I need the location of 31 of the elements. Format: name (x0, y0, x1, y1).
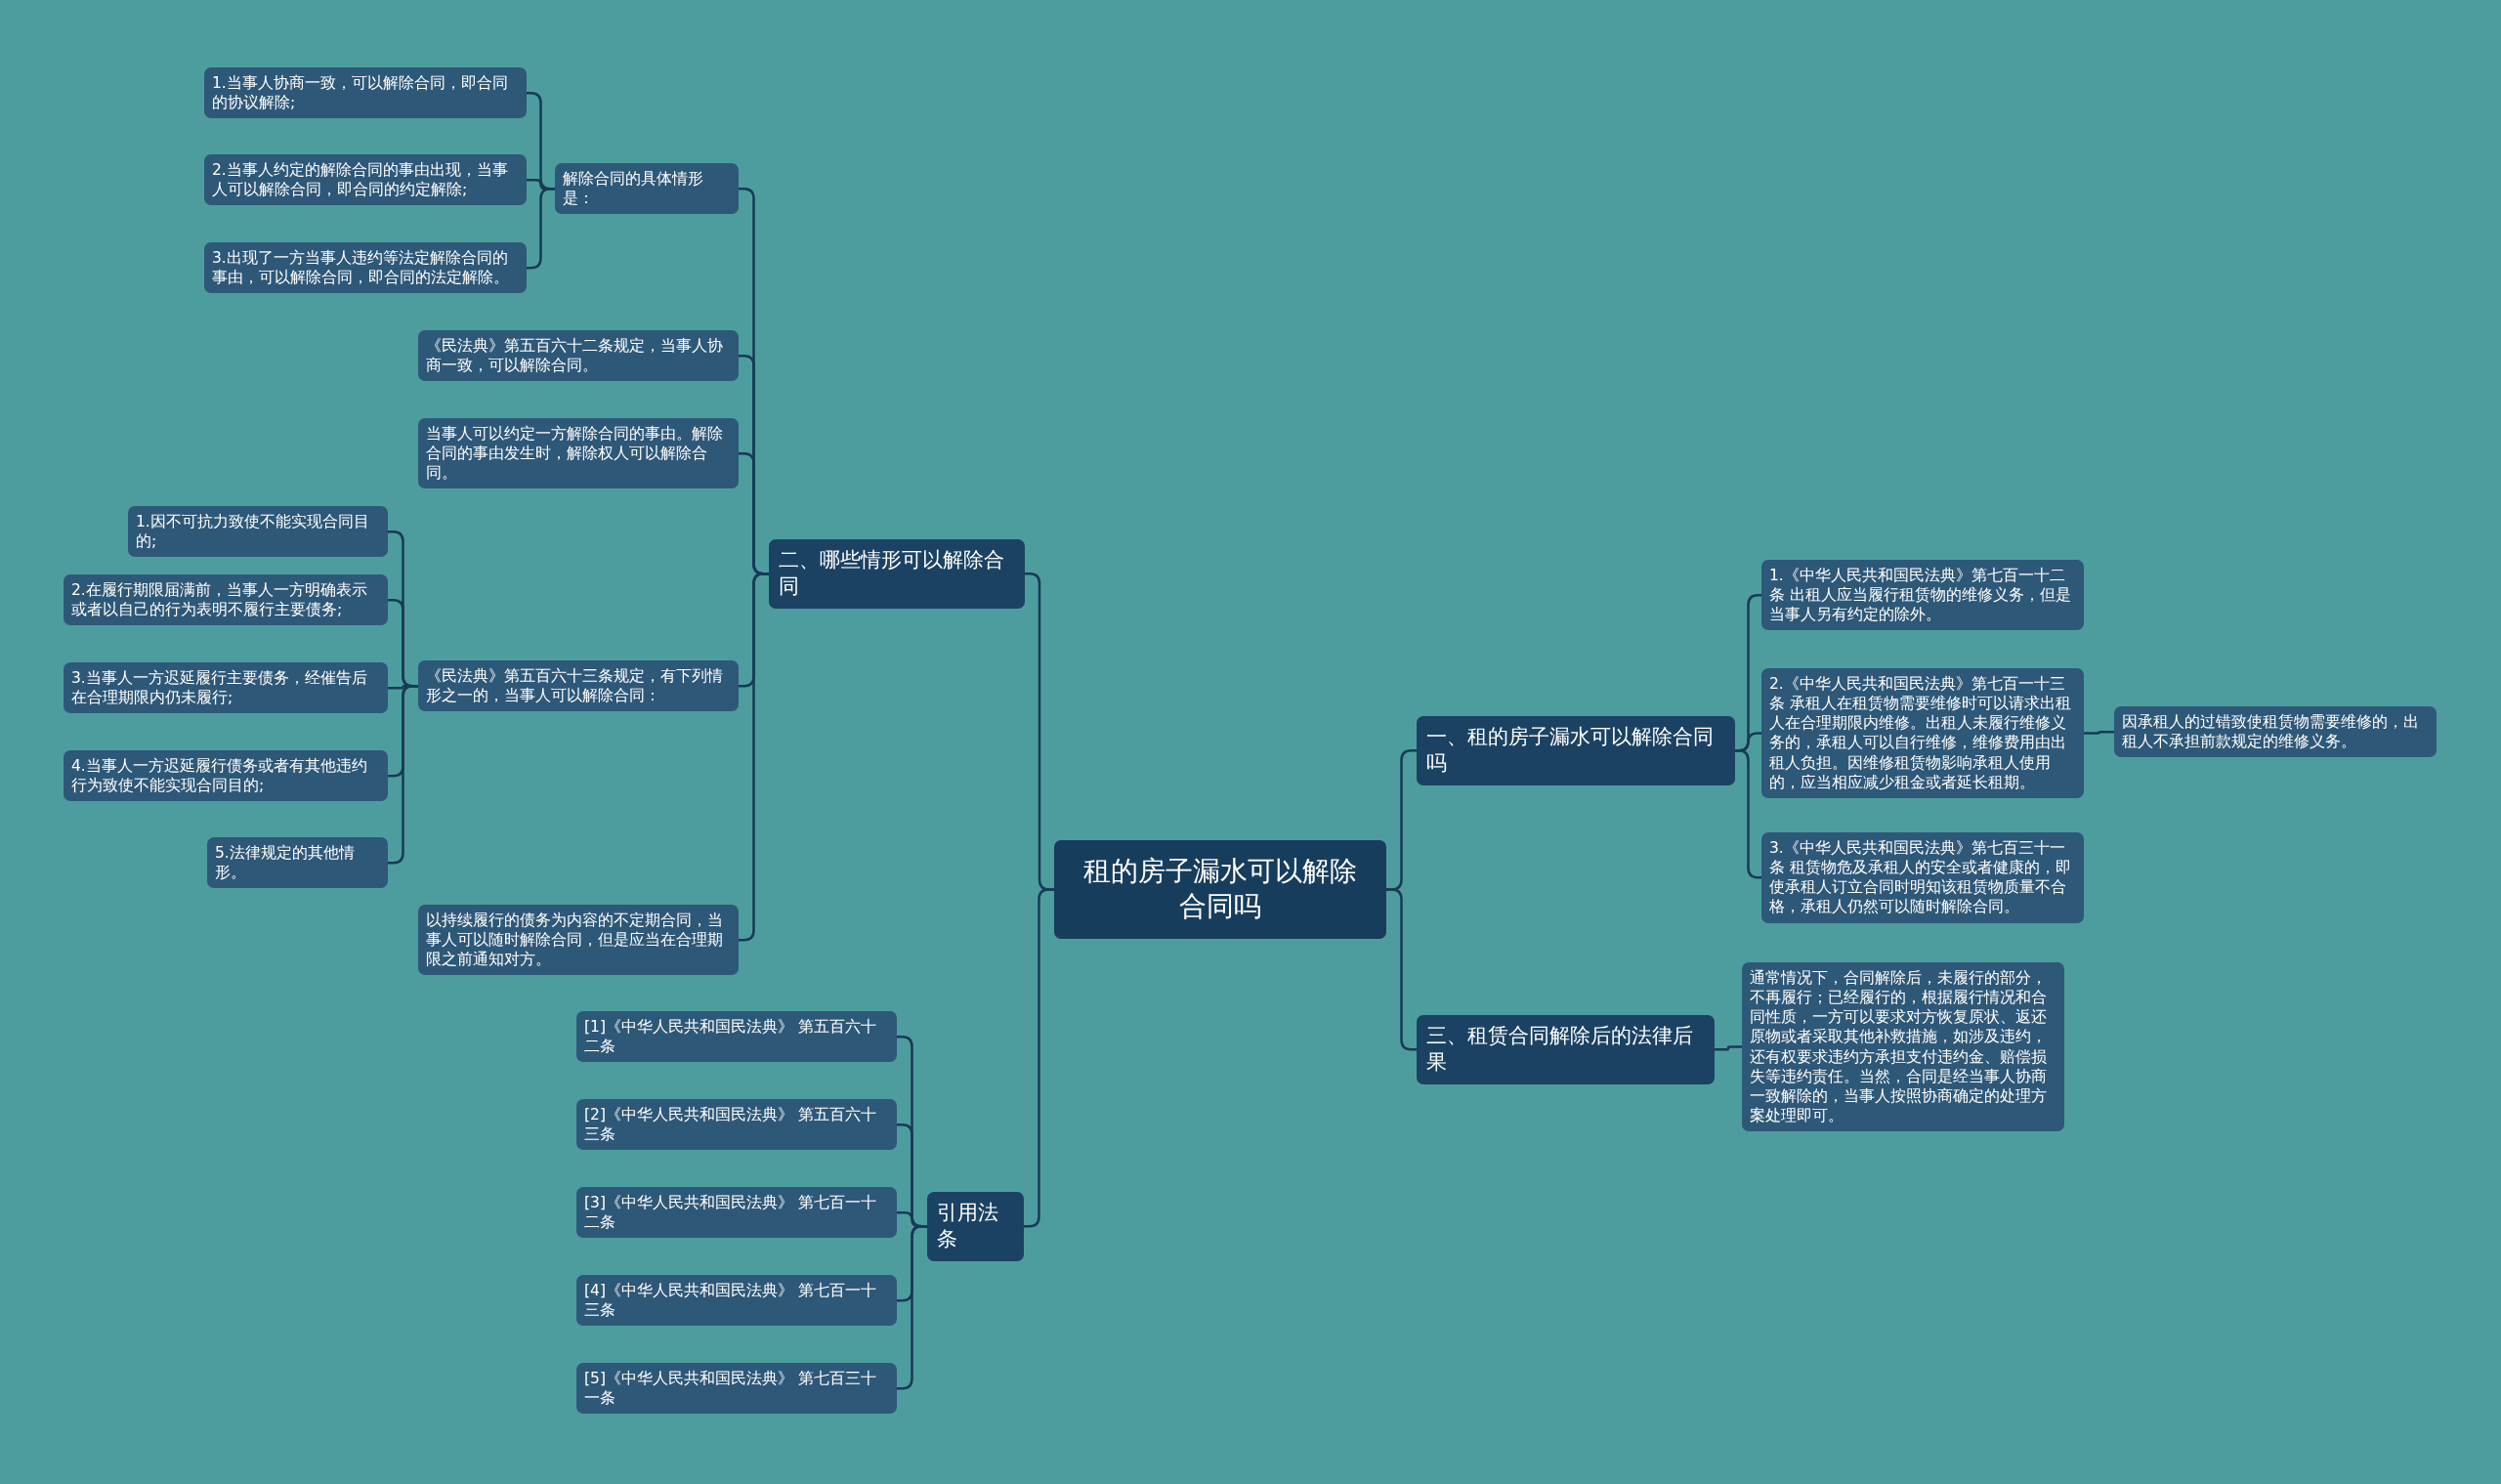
leaf-box: 因承租人的过错致使租赁物需要维修的，出租人不承担前款规定的维修义务。 (2114, 706, 2437, 758)
leaf-box: 以持续履行的债务为内容的不定期合同，当事人可以随时解除合同，但是应当在合理期限之前通知对方。 (418, 905, 739, 976)
branch-topic-box: 三、租赁合同解除后的法律后果 (1417, 1015, 1715, 1084)
leaf-box: 5.法律规定的其他情形。 (207, 837, 388, 889)
leaf-box: 1.当事人协商一致，可以解除合同，即合同的协议解除; (204, 67, 527, 119)
root-topic-box: 租的房子漏水可以解除合同吗 (1054, 840, 1386, 939)
branch-topic-box: 一、租的房子漏水可以解除合同吗 (1417, 716, 1735, 785)
leaf-box: [2]《中华人民共和国民法典》 第五百六十三条 (576, 1099, 897, 1151)
leaf-box: 2.当事人约定的解除合同的事由出现，当事人可以解除合同，即合同的约定解除; (204, 154, 527, 206)
branch-topic-box: 二、哪些情形可以解除合同 (769, 539, 1025, 609)
leaf-box: [4]《中华人民共和国民法典》 第七百一十三条 (576, 1275, 897, 1327)
leaf-box: 2.《中华人民共和国民法典》第七百一十三条 承租人在租赁物需要维修时可以请求出租人在合理期限内维修。出租人未履行维修义务的，承租人可以自行维修，维修费用由出租人负担。因维修租赁物影响承租人使用的，应当相应减少租金或者延长租期。 (1761, 668, 2084, 798)
leaf-box: 通常情况下，合同解除后，未履行的部分，不再履行；已经履行的，根据履行情况和合同性质，一方可以要求对方恢复原状、返还原物或者采取其他补救措施，如涉及违约，还有权要求违约方承担支付违约金、赔偿损失等违约责任。当然，合同是经当事人协商一致解除的，当事人按照协商确定的处理方案处理即可。 (1742, 962, 2064, 1132)
leaf-box: 2.在履行期限届满前，当事人一方明确表示或者以自己的行为表明不履行主要债务; (64, 574, 388, 626)
leaf-box: 当事人可以约定一方解除合同的事由。解除合同的事由发生时，解除权人可以解除合同。 (418, 418, 739, 489)
leaf-box: [5]《中华人民共和国民法典》 第七百三十一条 (576, 1363, 897, 1415)
leaf-box: 4.当事人一方迟延履行债务或者有其他违约行为致使不能实现合同目的; (64, 750, 388, 802)
leaf-box: 3.《中华人民共和国民法典》第七百三十一条 租赁物危及承租人的安全或者健康的，即使承租人订立合同时明知该租赁物质量不合格，承租人仍然可以随时解除合同。 (1761, 832, 2084, 923)
leaf-box: 3.出现了一方当事人违约等法定解除合同的事由，可以解除合同，即合同的法定解除。 (204, 242, 527, 294)
leaf-box: 解除合同的具体情形是： (555, 163, 739, 215)
leaf-box: 1.《中华人民共和国民法典》第七百一十二条 出租人应当履行租赁物的维修义务，但是当事人另有约定的除外。 (1761, 560, 2084, 631)
branch-topic-box: 引用法条 (927, 1192, 1024, 1261)
leaf-box: 《民法典》第五百六十三条规定，有下列情形之一的，当事人可以解除合同： (418, 660, 739, 712)
leaf-box: 3.当事人一方迟延履行主要债务，经催告后在合理期限内仍未履行; (64, 662, 388, 714)
leaf-box: 《民法典》第五百六十二条规定，当事人协商一致，可以解除合同。 (418, 330, 739, 382)
leaf-box: 1.因不可抗力致使不能实现合同目的; (128, 506, 388, 558)
connector-line (527, 187, 555, 270)
leaf-box: [3]《中华人民共和国民法典》 第七百一十二条 (576, 1187, 897, 1239)
connector-line (1715, 1045, 1742, 1051)
connector-line (2084, 730, 2114, 735)
leaf-box: [1]《中华人民共和国民法典》 第五百六十二条 (576, 1011, 897, 1063)
